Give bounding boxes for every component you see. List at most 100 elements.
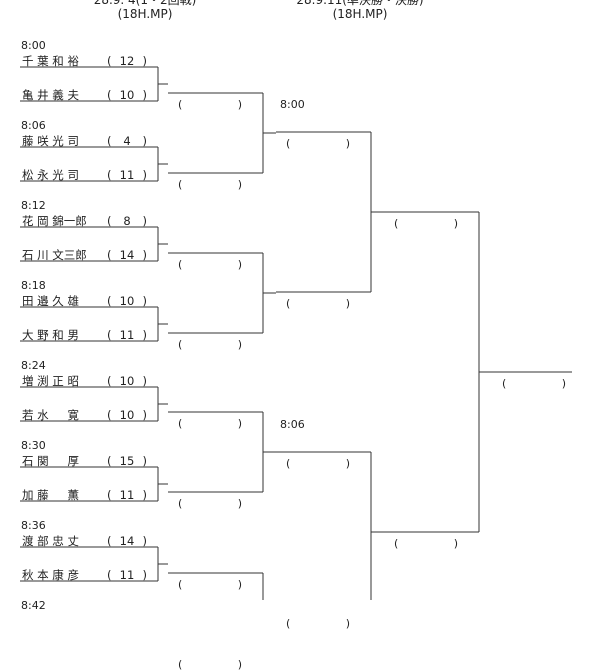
player-name: 秋 本 康 彦 (22, 568, 79, 582)
round-format: (18H.MP) (332, 7, 388, 21)
close-paren: ) (561, 377, 566, 390)
round-header: 28.9. 4(1・2回戦)(18H.MP) (65, 0, 225, 21)
player-name: 田 邉 久 雄 (22, 294, 79, 308)
result-slot: () (394, 538, 458, 550)
close-paren: ) (142, 54, 147, 68)
close-paren: ) (142, 328, 147, 342)
match-tee-time: 8:06 (280, 418, 305, 431)
player-name: 加 藤 薫 (22, 488, 79, 502)
result-slot: () (286, 458, 350, 470)
open-paren: ( (286, 617, 291, 630)
player-handicap: (10) (107, 375, 147, 388)
close-paren: ) (237, 497, 242, 510)
close-paren: ) (237, 98, 242, 111)
open-paren: ( (107, 534, 112, 548)
player-handicap: (11) (107, 329, 147, 342)
round-header: 28.9.11(準決勝・決勝)(18H.MP) (280, 0, 440, 21)
match-tee-time: 8:30 (21, 439, 46, 452)
close-paren: ) (142, 408, 147, 422)
open-paren: ( (107, 568, 112, 582)
open-paren: ( (178, 178, 183, 191)
close-paren: ) (142, 454, 147, 468)
open-paren: ( (178, 497, 183, 510)
close-paren: ) (237, 178, 242, 191)
close-paren: ) (237, 658, 242, 671)
match-tee-time: 8:36 (21, 519, 46, 532)
close-paren: ) (453, 537, 458, 550)
handicap-value: 15 (119, 454, 135, 468)
player-handicap: (15) (107, 455, 147, 468)
handicap-value: 11 (119, 568, 135, 582)
open-paren: ( (107, 454, 112, 468)
match-tee-time: 8:18 (21, 279, 46, 292)
player-name: 増 渕 正 昭 (22, 374, 79, 388)
player-name: 松 永 光 司 (22, 168, 79, 182)
match-tee-time: 8:00 (21, 39, 46, 52)
player-name: 花 岡 錦一郎 (22, 214, 87, 228)
result-slot: () (178, 659, 242, 671)
result-slot: () (286, 138, 350, 150)
match-tee-time: 8:06 (21, 119, 46, 132)
open-paren: ( (107, 54, 112, 68)
result-slot: () (286, 298, 350, 310)
open-paren: ( (286, 137, 291, 150)
close-paren: ) (142, 168, 147, 182)
match-tee-time: 8:12 (21, 199, 46, 212)
player-handicap: (11) (107, 569, 147, 582)
open-paren: ( (178, 338, 183, 351)
close-paren: ) (345, 457, 350, 470)
open-paren: ( (107, 168, 112, 182)
result-slot: () (178, 179, 242, 191)
close-paren: ) (142, 568, 147, 582)
handicap-value: 10 (119, 294, 135, 308)
player-name: 渡 部 忠 丈 (22, 534, 79, 548)
open-paren: ( (394, 537, 399, 550)
close-paren: ) (142, 294, 147, 308)
player-name: 石 関 厚 (22, 454, 79, 468)
result-slot: () (178, 579, 242, 591)
player-handicap: (10) (107, 409, 147, 422)
player-handicap: (14) (107, 249, 147, 262)
close-paren: ) (345, 297, 350, 310)
close-paren: ) (237, 338, 242, 351)
result-slot: () (178, 99, 242, 111)
open-paren: ( (178, 258, 183, 271)
result-slot: () (178, 339, 242, 351)
handicap-value: 10 (119, 88, 135, 102)
close-paren: ) (142, 134, 147, 148)
close-paren: ) (142, 214, 147, 228)
open-paren: ( (107, 294, 112, 308)
result-slot: () (394, 218, 458, 230)
handicap-value: 11 (119, 168, 135, 182)
result-slot: () (178, 259, 242, 271)
player-handicap: (11) (107, 489, 147, 502)
handicap-value: 12 (119, 54, 135, 68)
close-paren: ) (345, 617, 350, 630)
player-name: 若 水 寛 (22, 408, 79, 422)
open-paren: ( (502, 377, 507, 390)
close-paren: ) (237, 417, 242, 430)
match-tee-time: 8:00 (280, 98, 305, 111)
handicap-value: 10 (119, 374, 135, 388)
open-paren: ( (107, 248, 112, 262)
player-name: 藤 咲 光 司 (22, 134, 79, 148)
close-paren: ) (142, 88, 147, 102)
handicap-value: 14 (119, 248, 135, 262)
result-slot: () (178, 498, 242, 510)
handicap-value: 11 (119, 328, 135, 342)
open-paren: ( (107, 408, 112, 422)
open-paren: ( (178, 98, 183, 111)
open-paren: ( (178, 417, 183, 430)
close-paren: ) (345, 137, 350, 150)
open-paren: ( (107, 374, 112, 388)
handicap-value: 4 (123, 134, 131, 148)
player-handicap: (8) (107, 215, 147, 228)
open-paren: ( (286, 457, 291, 470)
open-paren: ( (107, 488, 112, 502)
result-slot: () (502, 378, 566, 390)
player-handicap: (10) (107, 295, 147, 308)
player-handicap: (4) (107, 135, 147, 148)
close-paren: ) (142, 374, 147, 388)
player-handicap: (14) (107, 535, 147, 548)
open-paren: ( (178, 658, 183, 671)
